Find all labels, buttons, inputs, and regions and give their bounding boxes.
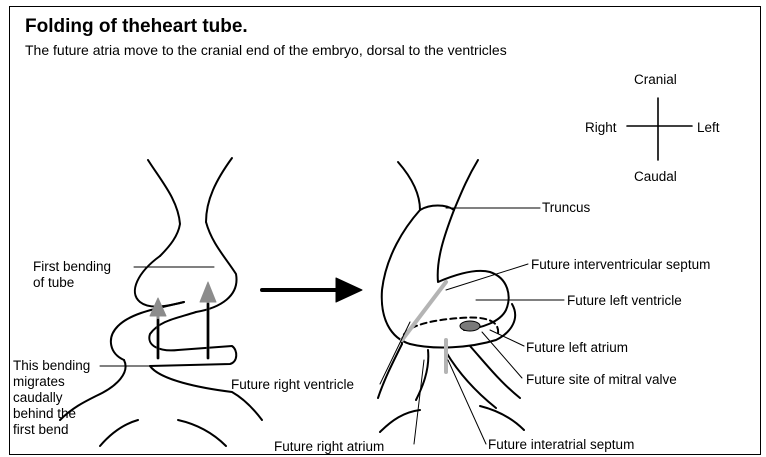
right-heart-base-left	[380, 410, 420, 432]
future-left-atrium-shape	[460, 321, 480, 331]
interventricular-septum-leader	[446, 264, 528, 290]
right-heart-truncus-right	[454, 160, 478, 210]
left-diagram-arrow-right-head	[200, 282, 216, 302]
left-tube-top-outline-right	[206, 158, 232, 222]
transition-arrow-head	[336, 278, 362, 302]
right-heart-lower-right-vessel	[470, 346, 520, 398]
right-heart-lower-right-inner	[446, 352, 496, 408]
interventricular-septum-line	[402, 282, 446, 340]
right-heart-base-right	[480, 406, 524, 430]
left-tube-lower-left	[60, 360, 126, 420]
mitral-valve-leader	[482, 332, 522, 378]
left-tube-top-outline-left	[148, 160, 180, 256]
right-heart-inner-outline	[438, 210, 509, 330]
right-ventricle-leader	[380, 322, 410, 384]
interatrial-septum-leader	[448, 360, 486, 444]
left-tube-base-left	[100, 420, 138, 446]
right-heart-truncus-left	[398, 162, 420, 210]
right-heart-lower-left-vessel	[378, 344, 402, 398]
left-tube-bend-outer	[135, 256, 184, 307]
left-tube-base-right	[178, 420, 226, 446]
left-tube-lower-loop	[149, 312, 236, 366]
left-tube-lower-right	[150, 366, 262, 420]
right-atrium-leader	[414, 360, 424, 444]
